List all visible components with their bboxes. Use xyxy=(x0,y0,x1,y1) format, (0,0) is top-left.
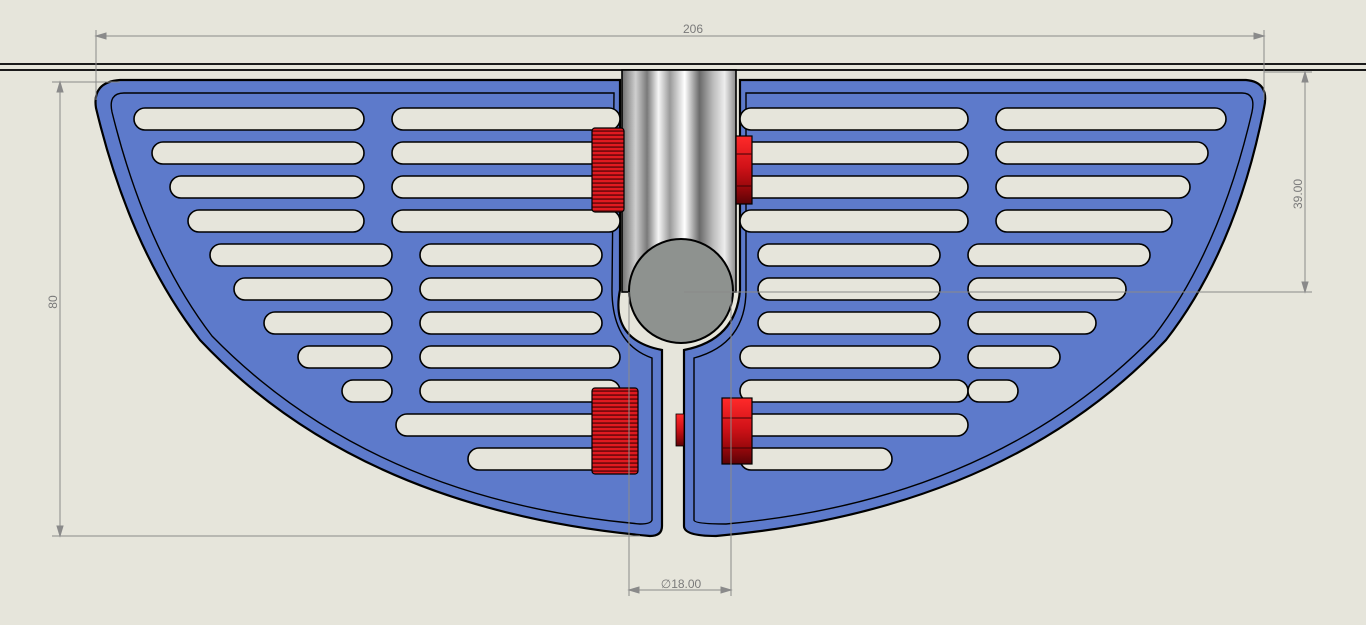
vent-slot xyxy=(739,209,969,233)
mounting-rod[interactable] xyxy=(621,69,737,344)
vent-slot xyxy=(739,345,941,369)
vent-slot xyxy=(967,345,1061,369)
vent-slot xyxy=(739,413,969,437)
clamp-bolt xyxy=(675,413,685,447)
vent-slot xyxy=(391,141,621,165)
dimension-bore-diameter-label: ∅18.00 xyxy=(661,577,702,591)
vent-slot xyxy=(739,379,969,403)
vent-slot xyxy=(391,209,621,233)
vent-slot xyxy=(419,311,603,335)
vent-slot xyxy=(967,243,1151,267)
clamp-knob-upper[interactable] xyxy=(591,127,625,213)
dimension-overall-height[interactable] xyxy=(52,80,640,538)
vent-slot xyxy=(391,107,621,131)
vent-slot xyxy=(995,209,1173,233)
vent-slot xyxy=(757,243,941,267)
vent-slot xyxy=(739,141,969,165)
clamp-knob-lower[interactable] xyxy=(591,387,639,475)
ventilation-slots xyxy=(133,107,1227,471)
clamp-nut-upper[interactable] xyxy=(735,135,753,205)
vent-slot xyxy=(995,107,1227,131)
vent-slot xyxy=(263,311,393,335)
clamp-nut-lower[interactable] xyxy=(721,397,753,465)
vent-slot xyxy=(297,345,393,369)
vent-slot xyxy=(341,379,393,403)
vent-slot xyxy=(419,243,603,267)
wall-edge-lines xyxy=(0,63,1366,71)
dimension-center-offset-label: 39.00 xyxy=(1291,179,1305,209)
dimension-bore-diameter[interactable] xyxy=(627,292,733,596)
vent-slot xyxy=(739,107,969,131)
vent-slot xyxy=(419,277,603,301)
vent-slot xyxy=(419,379,621,403)
vent-slot xyxy=(209,243,393,267)
vent-slot xyxy=(995,175,1191,199)
vent-slot xyxy=(967,379,1019,403)
dimension-overall-height-label: 80 xyxy=(46,295,60,309)
vent-slot xyxy=(419,345,621,369)
vent-slot xyxy=(757,311,941,335)
dimension-center-offset[interactable] xyxy=(684,70,1312,294)
vent-slot xyxy=(391,175,621,199)
vent-slot xyxy=(739,175,969,199)
vent-slot xyxy=(995,141,1209,165)
vent-slot xyxy=(757,277,941,301)
vent-slot xyxy=(169,175,365,199)
dimension-overall-width[interactable] xyxy=(94,30,1266,100)
vent-slot xyxy=(187,209,365,233)
vent-slot xyxy=(395,413,621,437)
vent-slot xyxy=(739,447,893,471)
vent-slot xyxy=(967,277,1127,301)
dimension-overall-width-label: 206 xyxy=(683,22,703,36)
vent-slot xyxy=(233,277,393,301)
vent-slot xyxy=(967,311,1097,335)
vent-slot xyxy=(133,107,365,131)
vent-slot xyxy=(151,141,365,165)
